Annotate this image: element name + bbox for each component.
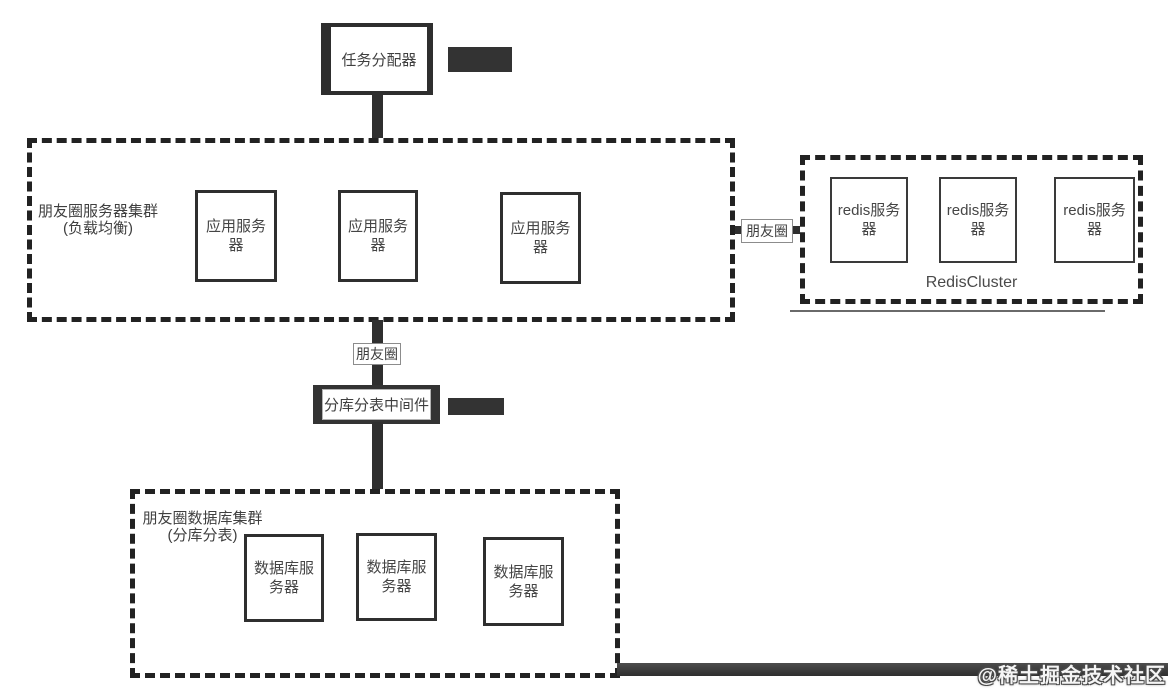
db-cluster-title-line2: (分库分表): [167, 527, 238, 544]
sharding-middleware-box: 分库分表中间件: [313, 385, 440, 424]
app-server-node: 应用服务器: [500, 192, 581, 284]
redis-cluster-title: RedisCluster: [925, 274, 1018, 291]
edge-dispatcher-to-app-cluster: [372, 93, 383, 140]
redis-cluster-border-shadow: [790, 310, 1105, 312]
db-cluster-title-line1: 朋友圈数据库集群: [142, 510, 263, 527]
redis-server-node: redis服务器: [830, 177, 908, 263]
edge-label-to-middleware: 朋友圈: [353, 343, 401, 365]
db-cluster-title: 朋友圈数据库集群 (分库分表): [140, 510, 265, 544]
juejin-watermark: @稀土掘金技术社区: [977, 665, 1166, 687]
app-cluster-title-line1: 朋友圈服务器集群: [37, 203, 158, 220]
obscured-label-top: [448, 47, 512, 72]
edge-middleware-to-db-cluster: [372, 422, 383, 490]
app-server-node: 应用服务器: [195, 190, 277, 282]
db-server-node: 数据库服务器: [244, 534, 324, 622]
sharding-middleware-label: 分库分表中间件: [322, 389, 431, 420]
redis-server-node: redis服务器: [1054, 177, 1135, 263]
task-dispatcher-box: 任务分配器: [321, 23, 433, 95]
edge-db-cluster-right-line: [617, 663, 1168, 676]
task-dispatcher-label: 任务分配器: [331, 27, 427, 91]
redis-server-node: redis服务器: [939, 177, 1017, 263]
obscured-label-middle: [448, 398, 504, 415]
app-cluster-title-line2: (负载均衡): [63, 220, 133, 237]
edge-label-to-redis: 朋友圈: [741, 219, 793, 243]
app-cluster-title: 朋友圈服务器集群 (负载均衡): [33, 203, 163, 237]
app-server-node: 应用服务器: [338, 190, 418, 282]
db-server-node: 数据库服务器: [483, 537, 564, 626]
db-server-node: 数据库服务器: [356, 533, 437, 621]
